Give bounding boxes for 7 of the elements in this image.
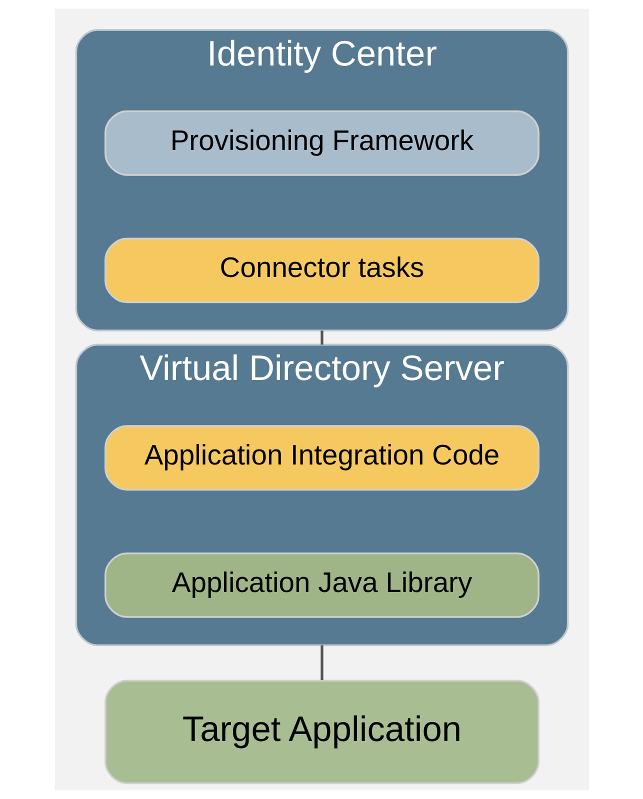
node-box: Provisioning Framework bbox=[104, 110, 539, 176]
node-box: Application Java Library bbox=[104, 552, 539, 618]
connector bbox=[320, 645, 323, 680]
node-box: Target Application bbox=[104, 680, 539, 784]
connector bbox=[320, 330, 323, 345]
node-box: Application Integration Code bbox=[104, 425, 539, 491]
node-box: Connector tasks bbox=[104, 238, 539, 304]
